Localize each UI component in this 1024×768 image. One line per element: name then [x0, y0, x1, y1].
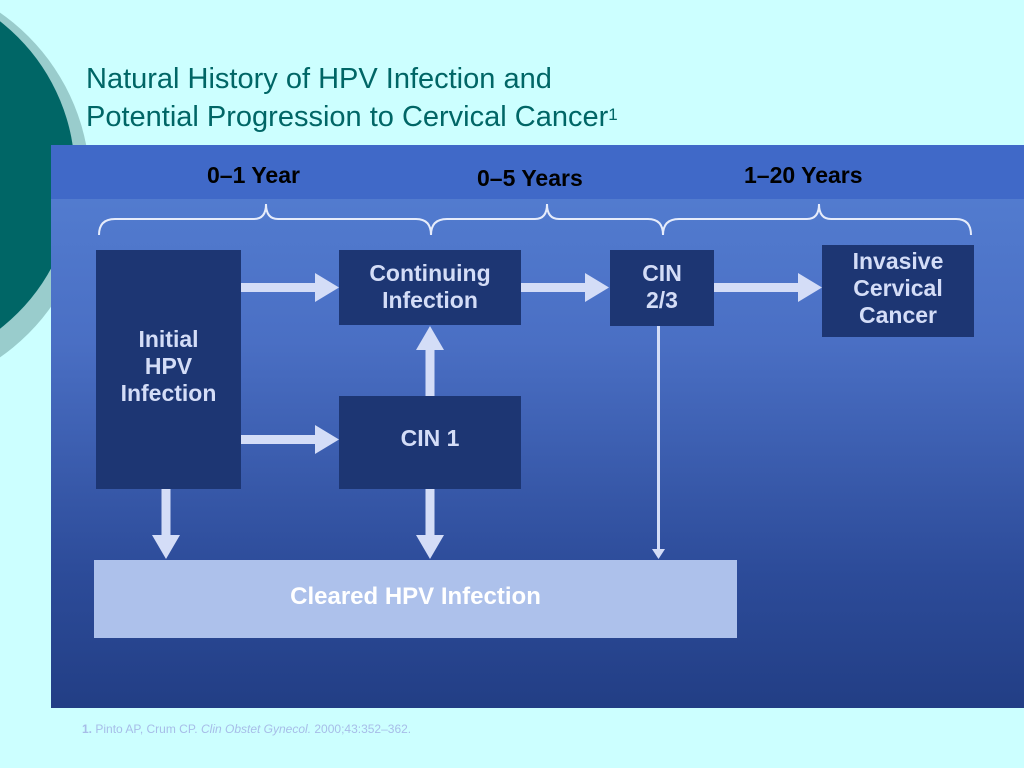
arrow-initial-to-cleared: [152, 489, 180, 559]
node-continuing-label: Continuing Infection: [369, 260, 490, 314]
node-invasive-label: Invasive Cervical Cancer: [853, 248, 944, 329]
node-cin23-label: CIN 2/3: [642, 260, 682, 314]
footnote-number: 1.: [82, 722, 93, 736]
period-0-5-years: 0–5 Years: [477, 165, 583, 191]
title-footnote-ref: 1: [608, 105, 618, 124]
footnote-authors: Pinto AP, Crum CP.: [95, 722, 198, 736]
brace-0-1-year: [98, 203, 432, 236]
period-0-1-year: 0–1 Year: [207, 162, 300, 188]
footnote-journal: Clin Obstet Gynecol.: [200, 722, 312, 736]
node-invasive-cervical-cancer: Invasive Cervical Cancer: [822, 245, 974, 337]
node-cleared-label: Cleared HPV Infection: [290, 583, 541, 610]
node-cin-1: CIN 1: [339, 396, 521, 489]
node-cin23-line-1: CIN: [642, 260, 682, 286]
node-initial-line-1: Initial: [138, 326, 199, 352]
node-initial-line-2: HPV: [144, 353, 193, 379]
node-cin23-line-2: 2/3: [646, 287, 678, 313]
brace-1-20-years: [662, 203, 972, 236]
node-initial-hpv-infection: Initial HPV Infection: [96, 250, 241, 489]
node-initial-line-3: Infection: [120, 380, 217, 406]
node-cleared-hpv-infection: Cleared HPV Infection: [94, 560, 737, 638]
node-initial-label: Initial HPV Infection: [121, 326, 217, 407]
arrow-cin23-to-cleared: [652, 326, 665, 559]
node-invasive-line-3: Cancer: [859, 302, 937, 328]
slide-title: Natural History of HPV Infection and Pot…: [86, 60, 618, 136]
timeline-bar: [51, 145, 1024, 199]
footnote: 1. Pinto AP, Crum CP. Clin Obstet Gyneco…: [82, 722, 411, 736]
node-invasive-line-1: Invasive: [852, 248, 944, 274]
node-continuing-line-1: Continuing: [369, 260, 491, 286]
diagram-connectors: [98, 203, 972, 559]
node-cin1-label: CIN 1: [400, 425, 460, 451]
arrow-initial-to-continuing: [241, 273, 339, 302]
arrow-continuing-to-cin23: [521, 273, 609, 302]
node-continuing-line-2: Infection: [382, 287, 478, 313]
node-cin-2-3: CIN 2/3: [610, 250, 714, 326]
footnote-citation: 2000;43:352–362.: [314, 722, 412, 736]
arrow-initial-to-cin1: [241, 425, 339, 454]
brace-0-5-years: [430, 203, 664, 236]
period-1-20-years: 1–20 Years: [744, 162, 863, 188]
arrow-cin23-to-invasive: [714, 273, 822, 302]
arrow-cin1-to-continuing: [416, 326, 444, 396]
title-line-2-text: Potential Progression to Cervical Cancer: [86, 101, 609, 133]
node-continuing-infection: Continuing Infection: [339, 250, 521, 325]
node-invasive-line-2: Cervical: [853, 275, 943, 301]
title-line-1: Natural History of HPV Infection and: [86, 63, 552, 95]
diagram-panel: 0–1 Year 0–5 Years 1–20 Years: [51, 145, 1024, 708]
arrow-cin1-to-cleared: [416, 489, 444, 559]
title-line-2: Potential Progression to Cervical Cancer…: [86, 98, 618, 136]
